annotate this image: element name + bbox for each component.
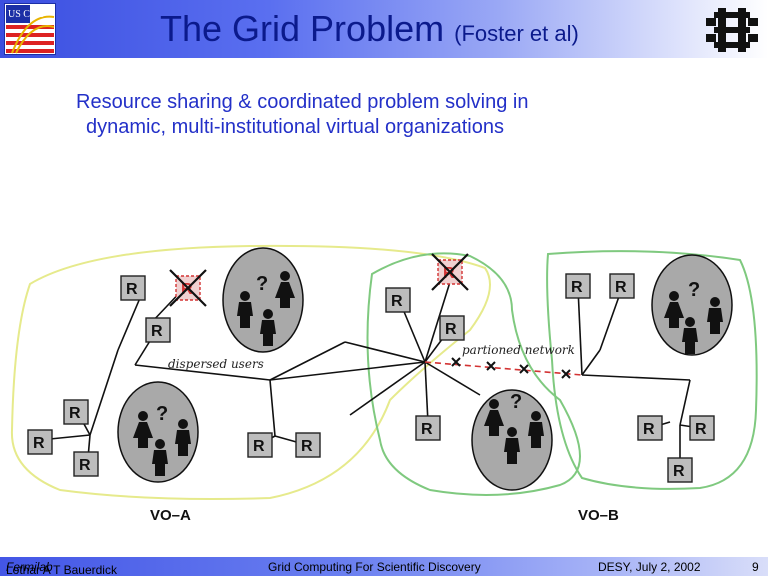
svg-text:R: R	[79, 457, 91, 474]
vo-a-label: VO–A	[150, 507, 191, 524]
slide-title: The Grid Problem (Foster et al)	[160, 8, 579, 50]
svg-text:R: R	[69, 405, 81, 422]
svg-text:?: ?	[156, 403, 168, 425]
fermilab-logo	[706, 8, 758, 52]
svg-text:R: R	[673, 463, 685, 480]
svg-text:R: R	[151, 323, 163, 340]
user-cluster-top-left: ?	[222, 247, 304, 353]
svg-text:R: R	[301, 438, 313, 455]
svg-text:R: R	[571, 279, 583, 296]
subtitle-line-1: Resource sharing & coordinated problem s…	[76, 91, 529, 113]
svg-text:?: ?	[688, 279, 700, 301]
user-cluster-right: ?	[651, 254, 733, 356]
svg-text:R: R	[126, 281, 138, 298]
network-links	[39, 281, 701, 468]
resource-node: R	[63, 399, 89, 425]
svg-text:R: R	[253, 438, 265, 455]
failed-resource: R	[431, 253, 469, 291]
svg-text:US CMS: US CMS	[8, 9, 44, 20]
svg-text:R: R	[421, 421, 433, 438]
resource-node: R	[295, 432, 321, 458]
resource-node: R	[609, 273, 635, 299]
slide-header: US CMS The Grid Problem (Foster et al)	[0, 0, 768, 58]
resource-node: R	[145, 317, 171, 343]
footer-date: DESY, July 2, 2002	[598, 560, 701, 574]
title-suffix: (Foster et al)	[454, 21, 579, 46]
svg-text:?: ?	[256, 273, 268, 295]
resource-node: R	[439, 315, 465, 341]
footer-author: Lothar A T Bauerdick Fermilab	[6, 560, 117, 577]
resource-node: R	[385, 287, 411, 313]
user-cluster-bottom-left: ?	[117, 381, 199, 483]
resource-node: R	[565, 273, 591, 299]
resource-node: R	[689, 415, 715, 441]
break-marks	[451, 357, 571, 379]
vo-b-outline	[546, 250, 758, 490]
subtitle-line-2: dynamic, multi-institutional virtual org…	[86, 116, 504, 138]
svg-text:R: R	[445, 321, 457, 338]
resource-node: R	[73, 451, 99, 477]
vo-b-label: VO–B	[578, 507, 619, 524]
slide-subtitle: Resource sharing & coordinated problem s…	[76, 90, 528, 140]
failed-resource: R	[169, 269, 207, 307]
svg-text:?: ?	[510, 391, 522, 413]
footer-course: Grid Computing For Scientific Discovery	[268, 560, 481, 574]
vo-a-outline-inner	[366, 252, 581, 496]
svg-text:R: R	[391, 293, 403, 310]
resource-node: R	[667, 457, 693, 483]
svg-text:R: R	[615, 279, 627, 296]
partitioned-network-label: partioned network	[462, 343, 575, 357]
resource-node: R	[415, 415, 441, 441]
resource-node: R	[27, 429, 53, 455]
dispersed-users-label: dispersed users	[168, 357, 264, 371]
partition-link	[424, 361, 583, 376]
footer-institution: Fermilab	[6, 560, 53, 574]
svg-text:R: R	[643, 421, 655, 438]
footer-page-number: 9	[752, 560, 759, 574]
us-cms-logo: US CMS	[4, 3, 56, 55]
svg-text:R: R	[33, 435, 45, 452]
svg-text:R: R	[695, 421, 707, 438]
title-main: The Grid Problem	[160, 8, 445, 49]
user-cluster-center: ?	[471, 389, 553, 491]
slide-footer: Lothar A T Bauerdick Fermilab Grid Compu…	[0, 557, 768, 577]
vo-a-outline	[10, 244, 491, 500]
resource-node: R	[247, 432, 273, 458]
resource-node: R	[637, 415, 663, 441]
grid-vo-diagram: ? ? ? ? R R R R R R R R R R R R	[10, 244, 758, 524]
resource-node: R	[120, 275, 146, 301]
